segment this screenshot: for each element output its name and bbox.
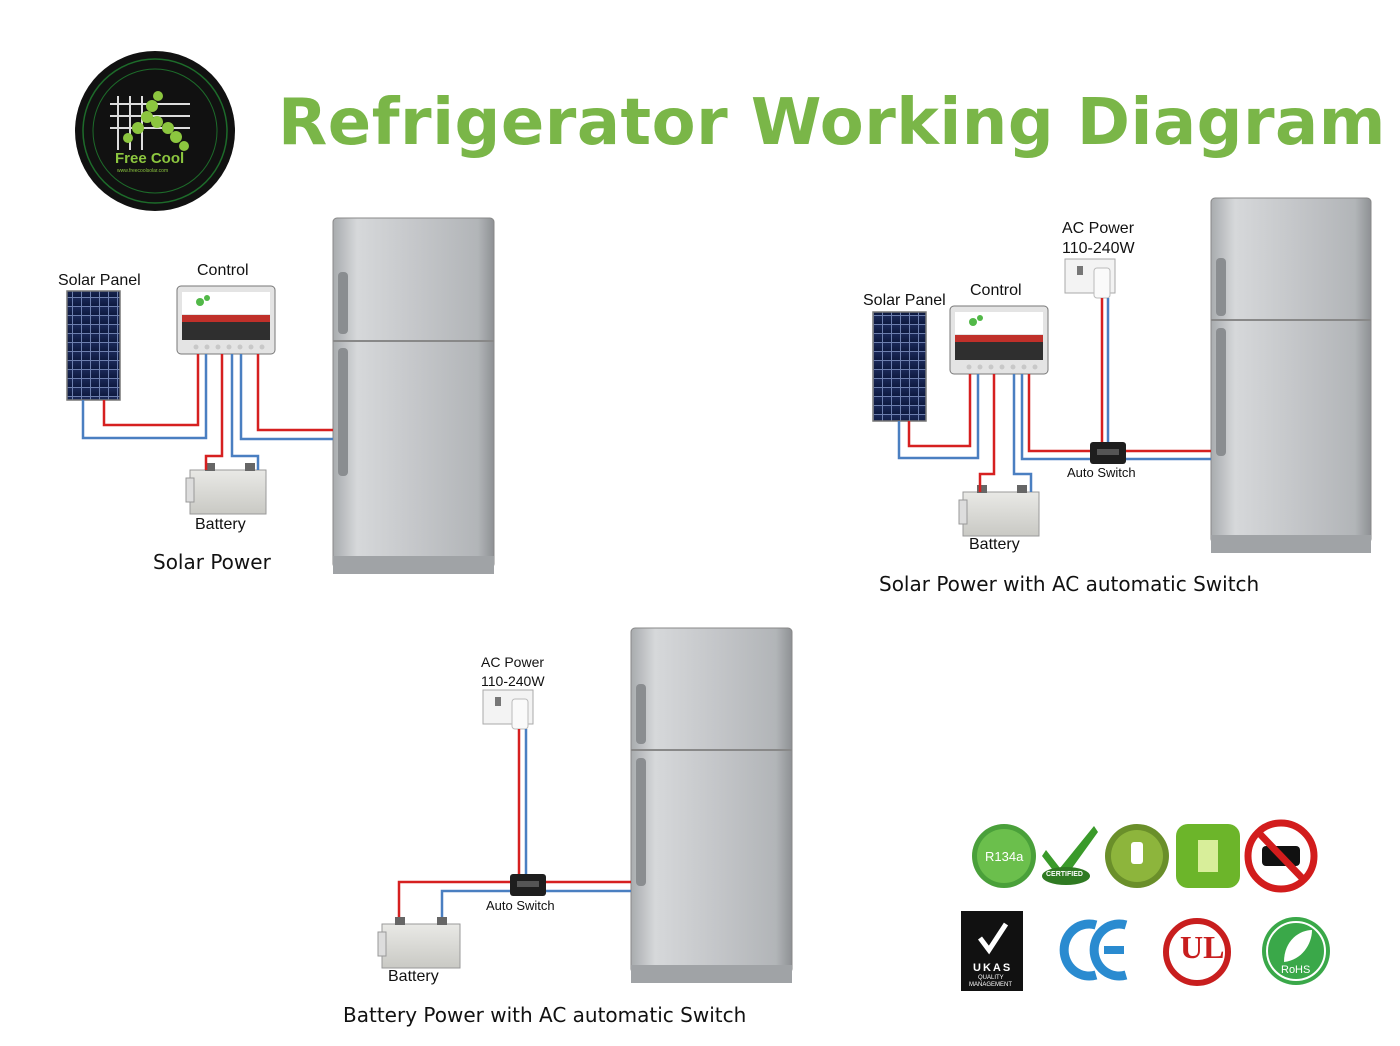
green-plug-badge (1105, 824, 1169, 888)
diagram-battery-ac-switch (377, 627, 793, 983)
green-building-badge (1176, 824, 1240, 888)
battery-label: Battery (388, 968, 439, 985)
ul-mark (1163, 918, 1231, 986)
auto-switch-label: Auto Switch (1067, 465, 1136, 480)
ukas-badge (961, 911, 1023, 991)
diagram-solar-power (66, 217, 495, 574)
battery-image (185, 463, 267, 515)
refrigerator-image (1210, 197, 1372, 553)
solar-panel-label: Solar Panel (863, 292, 946, 309)
battery-image (958, 485, 1040, 537)
control-label: Control (197, 262, 249, 279)
page-title: Refrigerator Working Diagram (278, 86, 1386, 160)
ac-outlet-image (482, 689, 534, 730)
charge-controller-image (949, 305, 1049, 375)
ac-power-range: 110-240W (1062, 240, 1135, 257)
ac-power-label: AC Power (481, 654, 545, 670)
r134a-text: R134a (985, 849, 1024, 864)
auto-switch-image (1090, 442, 1126, 464)
auto-switch-label: Auto Switch (486, 898, 555, 913)
certification-badges (961, 819, 1330, 991)
free-cool-logo (75, 51, 235, 211)
ce-mark (1059, 919, 1128, 981)
solar-panel-image (66, 290, 121, 401)
certified-check-badge (1042, 826, 1098, 885)
refrigerator-image (630, 627, 793, 983)
battery-image (377, 917, 461, 969)
wiring (897, 298, 1211, 492)
diagram-solar-ac-switch (872, 197, 1372, 553)
battery-label: Battery (195, 516, 246, 533)
diagram-caption: Solar Power with AC automatic Switch (879, 572, 1260, 596)
ac-power-range: 110-240W (481, 673, 545, 689)
ukas-quality-text: QUALITY (978, 975, 1004, 981)
rohs-badge (1262, 917, 1330, 985)
logo-text: Free Cool (115, 150, 185, 167)
ac-power-label: AC Power (1062, 220, 1135, 237)
control-label: Control (970, 282, 1022, 299)
solar-panel-image (872, 311, 927, 422)
ukas-text: UKAS (973, 962, 1013, 974)
solar-panel-label: Solar Panel (58, 272, 141, 289)
battery-label: Battery (969, 536, 1020, 553)
wiring (81, 354, 333, 470)
diagram-caption: Battery Power with AC automatic Switch (343, 1003, 747, 1027)
ukas-management-text: MANAGEMENT (969, 982, 1013, 988)
certified-text: CERTIFIED (1046, 871, 1083, 878)
no-cfc-badge (1244, 819, 1318, 893)
logo-url-text: www.freecoolsolar.com (117, 168, 169, 174)
ac-outlet-image (1064, 258, 1116, 299)
wiring (397, 729, 631, 917)
refrigerator-image (332, 217, 495, 574)
diagram-caption: Solar Power (153, 550, 271, 574)
rohs-text: RoHS (1281, 964, 1311, 976)
auto-switch-image (510, 874, 546, 896)
charge-controller-image (176, 285, 276, 355)
ul-text: UL (1180, 929, 1225, 965)
r134a-badge (972, 824, 1036, 888)
